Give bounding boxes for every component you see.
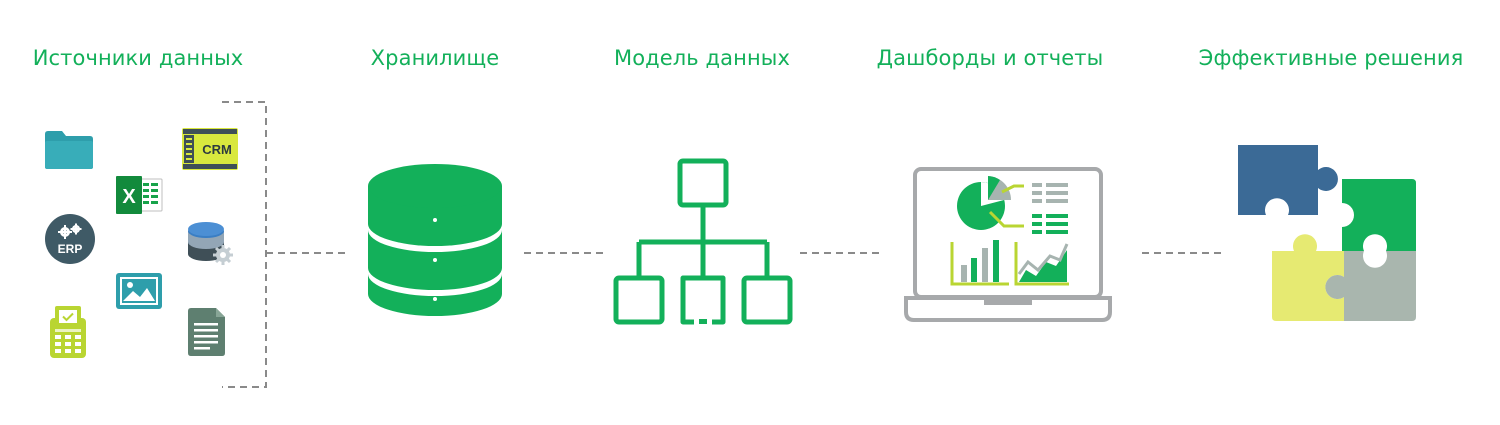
crm-label: CRM <box>202 142 232 157</box>
pos-terminal-icon <box>50 306 86 358</box>
image-icon <box>116 273 162 309</box>
title-effective-decisions: Эффективные решения <box>1198 46 1464 70</box>
crm-icon: CRM <box>182 128 238 170</box>
title-storage: Хранилище <box>370 46 500 70</box>
excel-icon: X <box>116 176 163 214</box>
database-settings-icon <box>188 222 233 265</box>
folder-icon <box>45 131 93 169</box>
erp-label: ERP <box>58 242 83 256</box>
document-icon <box>188 308 225 356</box>
title-data-model: Модель данных <box>613 46 791 70</box>
laptop-dashboard-icon <box>904 167 1112 322</box>
excel-letter: X <box>122 186 136 208</box>
title-data-sources: Источники данных <box>32 46 244 70</box>
erp-icon: ERP <box>45 214 95 264</box>
puzzle-icon <box>1238 145 1416 321</box>
data-model-hierarchy-icon <box>613 158 793 325</box>
title-dashboards-reports: Дашборды и отчеты <box>876 46 1104 70</box>
database-storage-icon <box>368 164 502 316</box>
